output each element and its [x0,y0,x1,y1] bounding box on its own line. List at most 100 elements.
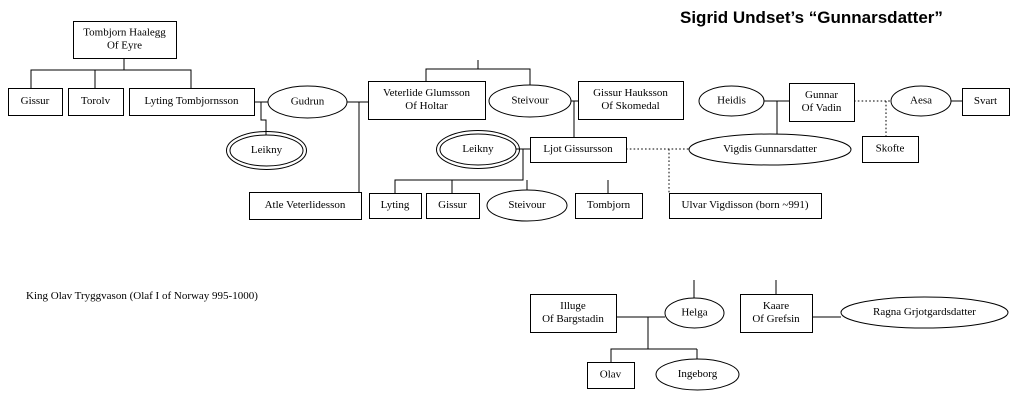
ingeborg-node[interactable]: Ingeborg [655,358,740,391]
torolv-node[interactable]: Torolv [68,88,124,116]
gudrun-node[interactable]: Gudrun [267,85,348,119]
edge-tombjorn-torolv [94,69,124,88]
leikny-daughter-gudrun-node-shape-outer [226,131,307,170]
lyting-tombjornsson-node[interactable]: Lyting Tombjornsson [129,88,255,116]
lyting-tombjornsson-node-shape [129,88,255,116]
ljot-gissursson-node-label: Ljot Gissursson [543,143,613,155]
helga-node-shape [664,297,725,329]
ulvar-vigdisson-node-label: Ulvar Vigdisson (born ~991) [682,199,809,211]
leikny-wife-ljot-node[interactable]: Leikny [436,130,520,169]
svart-node-label: Svart [974,95,997,107]
edge-illuge-helga-children-trunk [610,317,649,362]
olav-node[interactable]: Olav [587,362,635,389]
illuge-of-bargstadin-node-label: Illuge [560,300,586,312]
atle-veterlidesson-node-label: Atle Veterlidesson [265,199,346,211]
leikny-daughter-gudrun-node[interactable]: Leikny [226,131,307,170]
gissur-son-node-label: Gissur [21,95,50,107]
ingeborg-node-label: Ingeborg [678,368,718,380]
steivour-sister-node-label: Steivour [511,95,549,107]
ragna-grjotgardsdatter-node-shape [840,296,1009,329]
gissur-child-node-label: Gissur [438,199,467,211]
lyting-tombjornsson-node-label: Lyting Tombjornsson [144,95,239,107]
edge-ljot-children-trunk [394,149,524,193]
olav-node-label: Olav [600,369,622,381]
atle-veterlidesson-node-shape [249,192,362,220]
gissur-son-node-shape [8,88,63,116]
edge-tombjorn-children [30,58,125,88]
veterlide-glumsson-node-label: Veterlide Glumsson [383,87,471,99]
leikny-daughter-gudrun-node-label: Leikny [251,144,283,156]
vigdis-gunnarsdatter-node-label: Vigdis Gunnarsdatter [723,143,817,155]
gissur-hauksson-node-label: Of Skomedal [601,100,659,112]
olav-node-shape [587,362,635,389]
kaare-of-grefsin-node-shape [740,294,813,333]
vigdis-gunnarsdatter-node-shape [688,133,852,166]
tombjorn-child-node[interactable]: Tombjorn [575,193,643,219]
gissur-hauksson-node-shape [578,81,684,120]
ljot-gissursson-node[interactable]: Ljot Gissursson [530,137,627,163]
heidis-node[interactable]: Heidis [698,85,765,117]
page-title: Sigrid Undset’s “Gunnarsdatter” [680,8,943,27]
veterlide-glumsson-node-label: Of Holtar [405,100,448,112]
ingeborg-node-shape [655,358,740,391]
aesa-node[interactable]: Aesa [890,85,952,117]
ragna-grjotgardsdatter-node[interactable]: Ragna Grjotgardsdatter [840,296,1009,329]
skofte-node-label: Skofte [876,143,905,155]
vigdis-gunnarsdatter-node[interactable]: Vigdis Gunnarsdatter [688,133,852,166]
gissur-child-node-shape [426,193,480,219]
gunnar-of-vadin-node-label: Gunnar [805,89,838,101]
gissur-child-node[interactable]: Gissur [426,193,480,219]
veterlide-glumsson-node-shape [368,81,486,120]
steivour-child-node-label: Steivour [508,199,546,211]
steivour-sister-node-shape [488,84,572,118]
illuge-of-bargstadin-node-label: Of Bargstadin [542,313,604,325]
steivour-child-node[interactable]: Steivour [486,189,568,222]
gudrun-node-shape [267,85,348,119]
illuge-of-bargstadin-node-shape [530,294,617,333]
tombjorn-child-node-shape [575,193,643,219]
skofte-node[interactable]: Skofte [862,136,919,163]
atle-veterlidesson-node[interactable]: Atle Veterlidesson [249,192,362,220]
svart-node-shape [962,88,1010,116]
aesa-node-label: Aesa [910,95,932,107]
ulvar-vigdisson-node[interactable]: Ulvar Vigdisson (born ~991) [669,193,822,219]
steivour-sister-node[interactable]: Steivour [488,84,572,118]
gudrun-node-label: Gudrun [291,96,325,108]
lyting-child-node-label: Lyting [381,199,410,211]
steivour-child-node-shape [486,189,568,222]
ulvar-vigdisson-node-shape [669,193,822,219]
ljot-gissursson-node-shape [530,137,627,163]
gissur-hauksson-node-label: Gissur Hauksson [593,87,668,99]
torolv-node-label: Torolv [81,95,111,107]
aesa-node-shape [890,85,952,117]
gissur-son-node[interactable]: Gissur [8,88,63,116]
gunnar-of-vadin-node-shape [789,83,855,122]
tombjorn-haalegg-node-label: Of Eyre [107,40,142,52]
kaare-of-grefsin-node-label: Kaare [763,300,789,312]
lyting-child-node-shape [369,193,422,219]
tombjorn-child-node-label: Tombjorn [587,199,631,211]
lyting-child-node[interactable]: Lyting [369,193,422,219]
kaare-of-grefsin-node-label: Of Grefsin [752,313,800,325]
helga-node-label: Helga [681,307,707,319]
leikny-wife-ljot-node-shape-outer [436,130,520,169]
svart-node[interactable]: Svart [962,88,1010,116]
edge-lyting-gudrun-child-leikny [260,102,267,135]
leikny-wife-ljot-node-shape [439,133,517,166]
king-olav-note: King Olav Tryggvason (Olaf I of Norway 9… [26,290,258,302]
leikny-wife-ljot-node-label: Leikny [462,143,494,155]
gunnar-of-vadin-node-label: Of Vadin [802,102,842,114]
heidis-node-label: Heidis [717,95,746,107]
edge-tombjorn-lyting [124,69,192,88]
leikny-daughter-gudrun-node-shape [229,134,304,167]
ragna-grjotgardsdatter-node-label: Ragna Grjotgardsdatter [873,306,976,318]
helga-node[interactable]: Helga [664,297,725,329]
